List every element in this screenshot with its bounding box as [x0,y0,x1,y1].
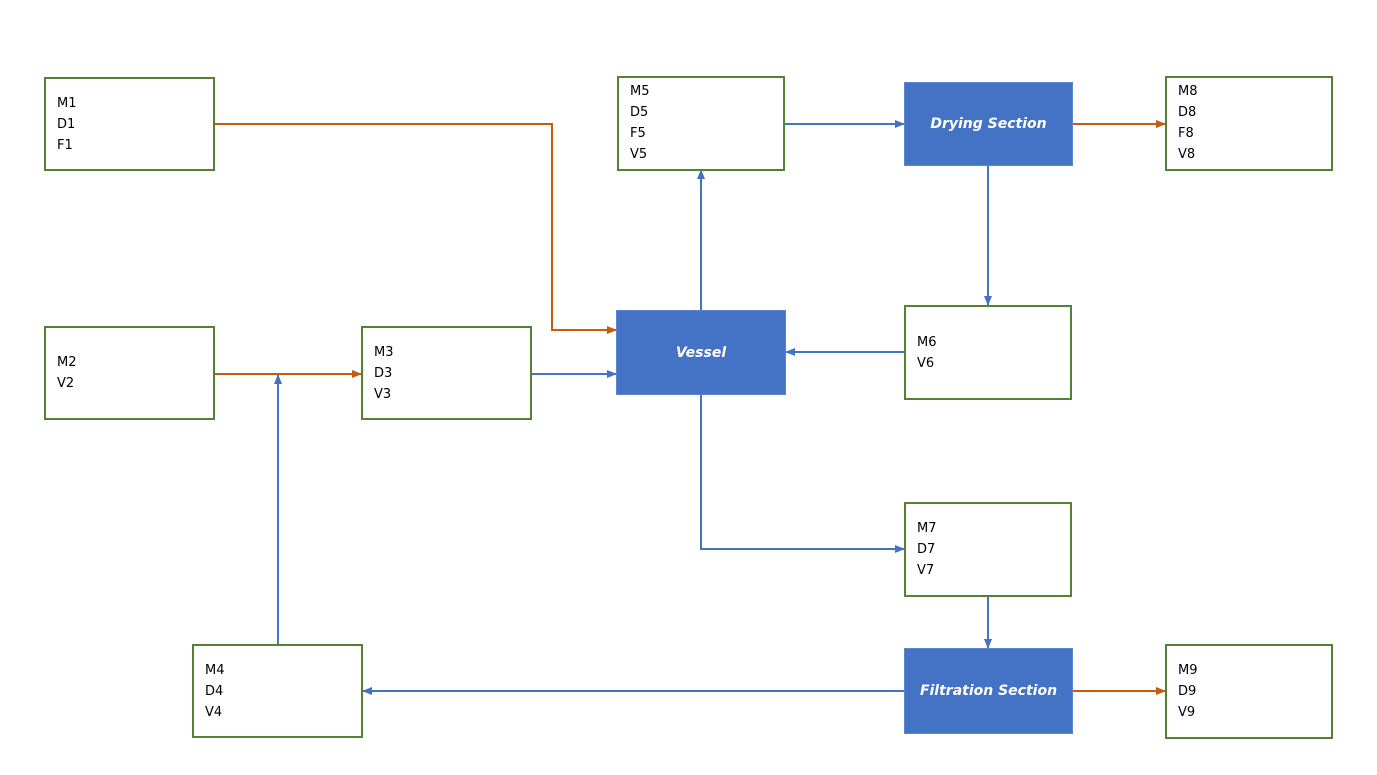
label-d9: D9 [1178,684,1197,699]
arrow-b1-to-vessel [214,123,617,334]
label-d7: D7 [917,542,936,557]
stream-box-5: M5 D5 F5 V5 [617,76,785,171]
label-m9: M9 [1178,663,1198,678]
stream-box-4: M4 D4 V4 [192,644,363,738]
label-v9: V9 [1178,705,1196,720]
label-m1: M1 [57,96,77,111]
label-d8: D8 [1178,105,1197,120]
stream-box-1: M1 D1 F1 [44,77,215,171]
drying-section-label: Drying Section [930,116,1047,132]
label-f8: F8 [1178,126,1194,141]
label-v2: V2 [57,376,75,391]
vessel-label: Vessel [675,344,727,361]
label-v3: V3 [374,387,392,402]
label-m6: M6 [917,335,937,350]
label-f1: F1 [57,138,73,153]
label-m2: M2 [57,355,77,370]
label-d3: D3 [374,366,393,381]
label-v5: V5 [630,147,648,162]
filtration-section-label: Filtration Section [919,683,1058,699]
label-v7: V7 [917,563,935,578]
label-f5: F5 [630,126,646,141]
arrow-vessel-to-b7 [700,394,905,553]
label-m4: M4 [205,663,225,678]
vessel-block: Vessel [616,310,786,395]
label-m3: M3 [374,345,394,360]
stream-box-3: M3 D3 V3 [361,326,532,420]
label-d1: D1 [57,117,76,132]
label-m8: M8 [1178,84,1198,99]
stream-box-7: M7 D7 V7 [904,502,1072,597]
label-m5: M5 [630,84,650,99]
label-v6: V6 [917,356,935,371]
label-d4: D4 [205,684,224,699]
label-v8: V8 [1178,147,1196,162]
stream-box-8: M8 D8 F8 V8 [1165,76,1333,171]
stream-box-9: M9 D9 V9 [1165,644,1333,739]
label-v4: V4 [205,705,223,720]
label-m7: M7 [917,521,937,536]
filtration-section-block: Filtration Section [904,648,1073,734]
label-d5: D5 [630,105,649,120]
stream-box-6: M6 V6 [904,305,1072,400]
drying-section-block: Drying Section [904,82,1073,166]
stream-box-2: M2 V2 [44,326,215,420]
